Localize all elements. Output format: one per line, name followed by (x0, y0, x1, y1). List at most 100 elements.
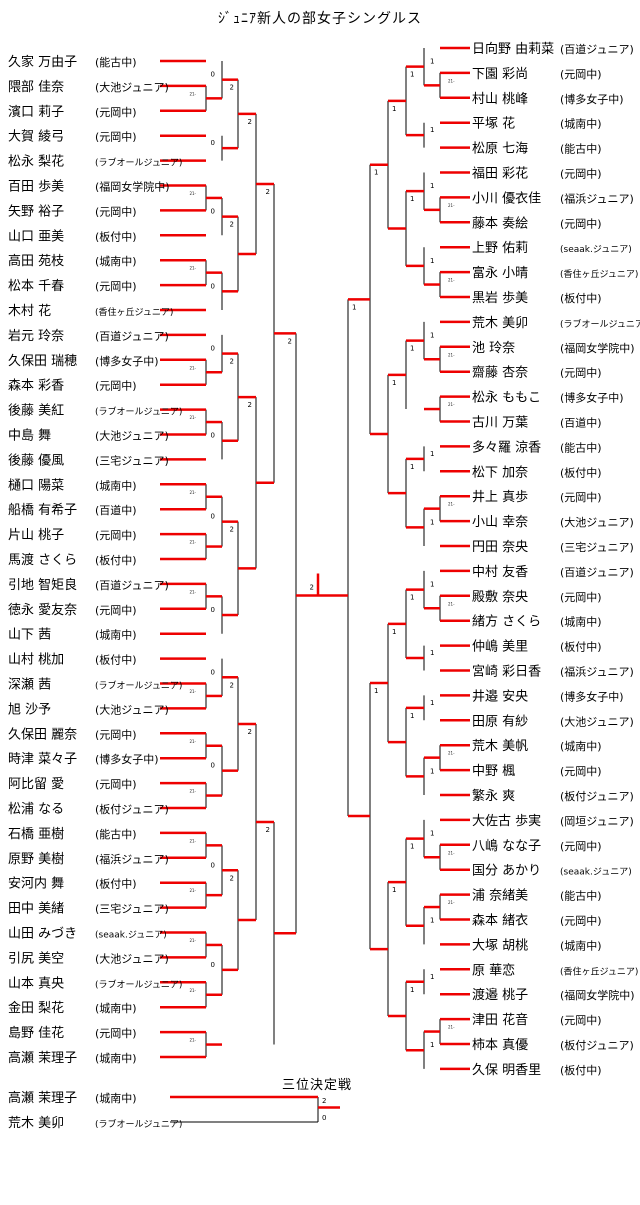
player-team: (博多女子中) (95, 752, 159, 766)
player-team: (元岡中) (95, 529, 137, 542)
player-team: (三宅ジュニア) (95, 902, 169, 916)
player-team: (城南中) (95, 479, 137, 492)
player-team: (博多女子中) (560, 689, 624, 703)
player-name: 樋口 陽菜 (8, 477, 64, 493)
player-team: (板付中) (95, 653, 137, 667)
set-count: 1 (430, 257, 434, 265)
match-score: 21- (189, 988, 196, 993)
player-name: 森本 緒衣 (472, 913, 528, 929)
player-name: 井上 真歩 (472, 490, 528, 505)
match-score: 21- (189, 91, 196, 96)
set-count: 2 (322, 1097, 326, 1105)
set-count: 1 (430, 1041, 434, 1049)
player-team: (城南中) (95, 255, 137, 268)
set-count: 1 (374, 169, 378, 177)
player-name: 深瀬 茜 (8, 678, 51, 693)
player-team: (百道中) (560, 416, 602, 430)
set-count: 1 (410, 71, 414, 79)
set-count: 0 (211, 861, 215, 869)
player-name: 後藤 優風 (8, 453, 64, 468)
player-name: 矢野 裕子 (8, 204, 64, 219)
player-team: (大池ジュニア) (95, 429, 169, 443)
player-team: (元岡中) (95, 728, 137, 741)
match-score: 21- (189, 689, 196, 694)
player-team: (板付中) (95, 877, 137, 891)
player-team: (seaak.ジュニア) (560, 245, 632, 255)
set-count: 1 (410, 345, 414, 353)
player-team: (三宅ジュニア) (95, 453, 169, 467)
set-count: 2 (248, 728, 252, 736)
player-team: (大池ジュニア) (560, 714, 634, 728)
player-name: 松下 加奈 (472, 465, 528, 480)
player-team: (板付ジュニア) (95, 802, 169, 816)
match-score: 21- (448, 1025, 455, 1030)
player-name: 円田 奈央 (472, 540, 528, 555)
player-team: (能古中) (560, 440, 602, 454)
match-score: 21- (189, 266, 196, 271)
player-name: 田原 有紗 (472, 714, 528, 729)
set-count: 1 (430, 767, 434, 775)
player-name: 上野 佑莉 (472, 241, 528, 256)
player-team: (能古中) (95, 55, 137, 69)
player-team: (元岡中) (95, 778, 137, 791)
winner-lines (160, 46, 470, 1109)
player-name: 引尻 美空 (8, 951, 64, 966)
player-team: (福岡女学院中) (560, 988, 635, 1002)
player-name: 中野 楓 (472, 764, 515, 779)
set-count: 2 (248, 401, 252, 409)
player-team: (大池ジュニア) (95, 702, 169, 716)
player-team: (板付ジュニア) (560, 1038, 634, 1052)
player-team: (元岡中) (95, 205, 137, 218)
player-team: (百道ジュニア) (560, 42, 634, 56)
player-name: 片山 桃子 (8, 528, 64, 543)
player-team: (元岡中) (95, 106, 137, 119)
set-count: 1 (410, 986, 414, 994)
match-score: 21- (189, 589, 196, 594)
player-name: 時津 菜々子 (8, 752, 77, 767)
set-count: 2 (266, 188, 270, 196)
player-team: (香住ヶ丘ジュニア) (95, 306, 173, 318)
player-name: 田中 美緒 (8, 902, 64, 917)
player-name: 富永 小晴 (472, 265, 528, 281)
player-team: (城南中) (95, 629, 137, 642)
match-score: 21- (448, 850, 455, 855)
player-team: (元岡中) (560, 765, 602, 778)
player-team: (福浜ジュニア) (560, 191, 634, 205)
set-count: 0 (211, 208, 215, 216)
match-score: 21- (189, 838, 196, 843)
player-name: 大佐古 歩実 (472, 813, 541, 829)
player-team: (板付中) (560, 640, 602, 654)
player-team: (元岡中) (95, 131, 137, 144)
match-score: 21- (189, 191, 196, 196)
player-name: 古川 万葉 (472, 416, 528, 431)
player-name: 福田 彩花 (472, 166, 528, 182)
player-team: (元岡中) (95, 1027, 137, 1040)
player-team: (ラブオールジュニア) (95, 978, 182, 990)
player-team: (大池ジュニア) (95, 951, 169, 965)
player-name: 殿敷 奈央 (472, 590, 528, 605)
set-count: 1 (430, 126, 434, 134)
player-name: 阿比留 愛 (8, 777, 64, 792)
player-name: 下園 彩尚 (472, 67, 528, 82)
player-name: 山田 みづき (8, 927, 77, 942)
player-name: 濱口 莉子 (8, 105, 64, 120)
player-team: (元岡中) (560, 491, 602, 504)
player-name: 荒木 美卯 (472, 316, 528, 331)
player-name: 小川 優衣佳 (472, 190, 541, 206)
player-name: 松原 七海 (472, 142, 528, 157)
player-name: 船橋 有希子 (8, 503, 77, 518)
match-score: 21- (448, 502, 455, 507)
player-name: 井邉 安央 (472, 689, 528, 704)
player-team: (城南中) (560, 616, 602, 629)
player-team: (博多女子中) (95, 354, 159, 368)
player-team: (城南中) (95, 1002, 137, 1015)
match-score: 21- (189, 938, 196, 943)
set-count: 1 (374, 687, 378, 695)
match-score: 21- (189, 789, 196, 794)
player-name: 山下 茜 (8, 628, 51, 643)
player-name: 中島 舞 (8, 429, 51, 444)
player-name: 仲嶋 美里 (472, 640, 528, 655)
player-name: 百田 歩美 (8, 180, 64, 195)
player-name: 金田 梨花 (8, 1000, 64, 1016)
set-count: 1 (430, 58, 434, 66)
